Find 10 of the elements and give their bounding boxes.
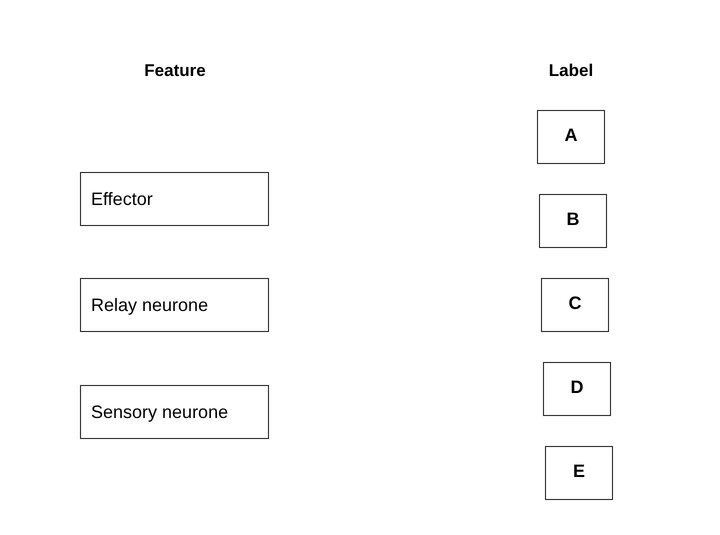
label-box: D [543,362,611,416]
feature-box: Sensory neurone [80,385,269,439]
feature-box: Relay neurone [80,278,269,332]
column-heading: Feature [144,61,206,81]
label-box: C [541,278,609,332]
column-heading: Label [548,61,594,81]
feature-box: Effector [80,172,269,226]
label-box: B [539,194,607,248]
label-box: A [537,110,605,164]
label-box: E [545,446,613,500]
